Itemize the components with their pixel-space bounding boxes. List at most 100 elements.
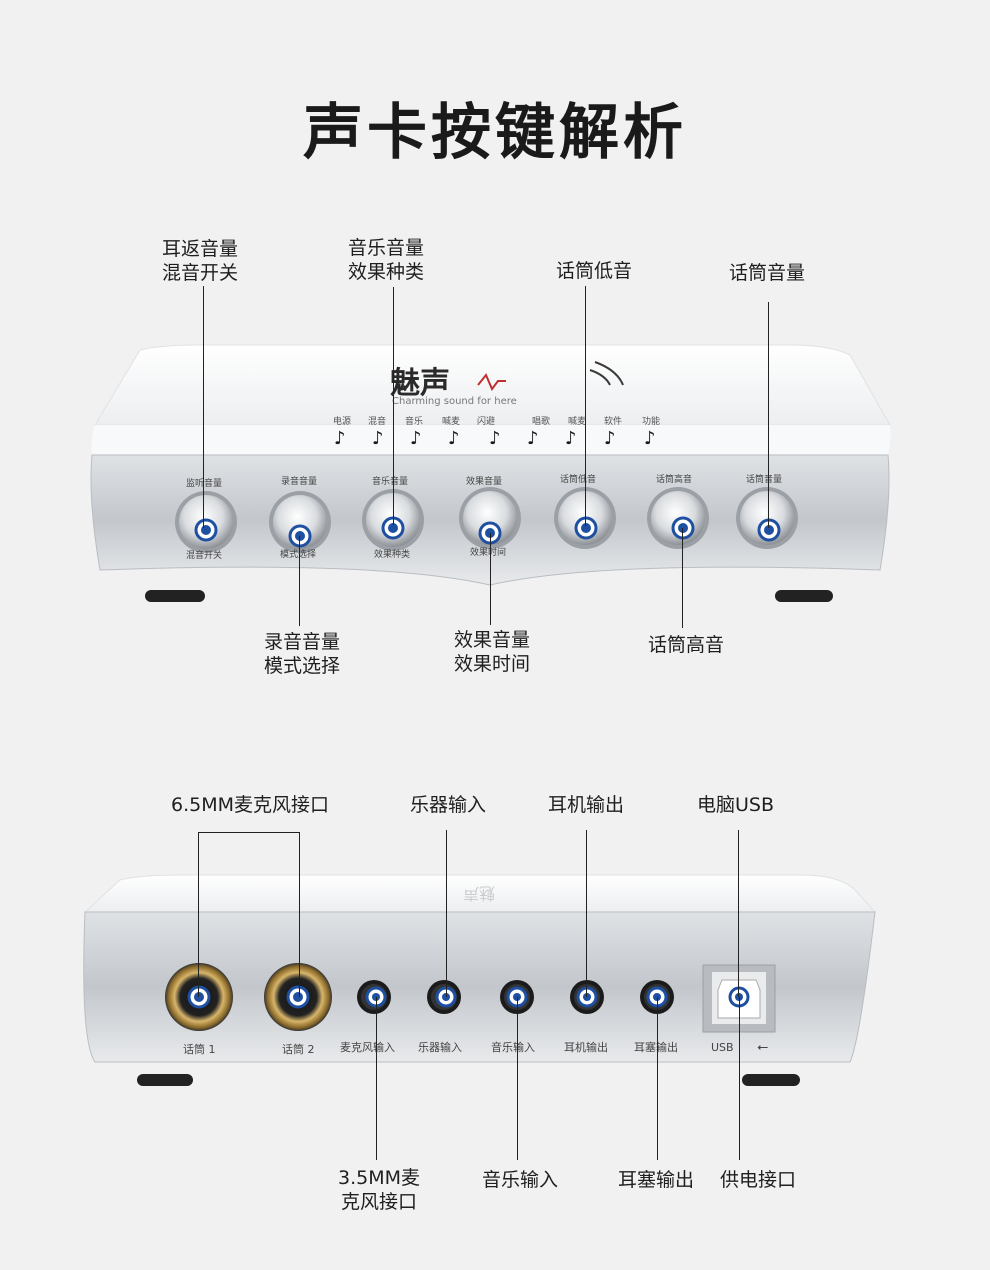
leader-line (198, 832, 300, 833)
callout-music-in: 音乐输入 (482, 1169, 559, 1191)
callout-line-2: 模式选择 (264, 655, 341, 677)
knob-label-bottom: 效果时间 (470, 546, 506, 558)
leader-line (768, 302, 769, 528)
callout-mic-65: 6.5MM麦克风接口 (171, 794, 330, 816)
jack-mic1: 话筒 1 (165, 963, 233, 1056)
callout-monitor: 耳返音量 混音开关 (162, 237, 238, 285)
port-label: 话筒 2 (282, 1042, 315, 1056)
knob-mic-bass: 话筒低音 (554, 473, 616, 549)
callout-mic-volume: 话筒音量 (729, 261, 805, 285)
leader-line (738, 830, 739, 997)
mode-button-note-icon: ♪ (604, 428, 616, 449)
knob-label-bottom: 模式选择 (280, 548, 316, 560)
callout-line-1: 耳返音量 (162, 238, 239, 260)
mode-button-note-icon: ♪ (448, 428, 460, 449)
callout-line-1: 话筒音量 (729, 262, 806, 284)
port-label: 乐器输入 (418, 1040, 462, 1054)
usb-symbol-icon: ⭠ (757, 1039, 768, 1055)
port-label: 音乐输入 (491, 1040, 535, 1054)
mode-label: 软件 (604, 415, 622, 427)
port-label: 麦克风输入 (340, 1040, 395, 1054)
callout-headphone: 耳机输出 (548, 794, 625, 816)
mode-label: 喊麦 (568, 415, 586, 427)
back-right-foot (742, 1074, 800, 1086)
jack-instrument: 乐器输入 (418, 980, 462, 1054)
leader-line (299, 832, 300, 997)
knob-monitor: 监听音量 混音开关 (175, 477, 237, 561)
leader-line (739, 997, 740, 1160)
callout-line-2: 混音开关 (162, 262, 239, 284)
callout-line-1: 3.5MM麦 (338, 1167, 421, 1189)
mode-label: 混音 (368, 415, 386, 427)
callout-instrument: 乐器输入 (410, 794, 487, 816)
leader-line (299, 536, 300, 626)
mode-label: 喊麦 (442, 415, 460, 427)
knob-effect: 效果音量 效果时间 (459, 475, 521, 558)
knob-label-top: 监听音量 (186, 477, 222, 489)
leader-line (657, 997, 658, 1160)
leader-line (586, 830, 587, 997)
callout-effect: 效果音量 效果时间 (454, 628, 530, 676)
callout-mic-bass: 话筒低音 (556, 259, 632, 283)
knob-label-top: 效果音量 (466, 475, 502, 487)
port-label: 耳塞输出 (634, 1040, 678, 1054)
mode-button-note-icon: ♪ (334, 428, 346, 449)
brand-logo: 魅声 (390, 366, 450, 401)
mode-label: 功能 (642, 415, 660, 427)
front-left-foot (145, 590, 205, 602)
leader-line (446, 830, 447, 997)
knob-label-top: 话筒音量 (746, 473, 782, 485)
knob-label-top: 话筒低音 (560, 473, 596, 485)
back-left-foot (137, 1074, 193, 1086)
callout-mic-35: 3.5MM麦 克风接口 (338, 1166, 420, 1214)
callout-line-2: 效果时间 (454, 653, 531, 675)
mode-button-note-icon: ♪ (565, 428, 577, 449)
mode-button-note-icon: ♪ (410, 428, 422, 449)
mode-button-note-icon: ♪ (644, 428, 656, 449)
callout-line-1: 话筒高音 (648, 634, 725, 656)
mode-labels: 电源 混音 音乐 喊麦 闪避 唱歌 喊麦 软件 功能 (333, 415, 660, 427)
callout-line-1: 录音音量 (264, 631, 341, 653)
port-label: 耳机输出 (564, 1040, 608, 1054)
callout-music: 音乐音量 效果种类 (348, 236, 424, 284)
callout-line-1: 话筒低音 (556, 260, 633, 282)
mode-label: 唱歌 (532, 415, 550, 427)
leader-line (490, 533, 491, 625)
knob-label-top: 录音音量 (281, 475, 317, 487)
callout-line-2: 克风接口 (341, 1191, 418, 1213)
knob-mic-treble: 话筒高音 (647, 473, 709, 549)
jack-headphone: 耳机输出 (564, 980, 608, 1054)
leader-line (393, 287, 394, 525)
mode-button-note-icon: ♪ (372, 428, 384, 449)
jack-mic2: 话筒 2 (264, 963, 332, 1056)
callout-mic-treble: 话筒高音 (648, 633, 724, 657)
callout-record: 录音音量 模式选择 (264, 630, 340, 678)
knob-record: 录音音量 模式选择 (269, 475, 331, 560)
callout-usb: 电脑USB (697, 794, 775, 816)
mode-label: 闪避 (477, 415, 495, 427)
knob-label-top: 音乐音量 (372, 475, 408, 487)
page-title: 声卡按键解析 (303, 98, 687, 168)
callout-earbud: 耳塞输出 (618, 1169, 695, 1191)
callout-line-1: 音乐音量 (348, 237, 425, 259)
callout-line-1: 效果音量 (454, 629, 531, 651)
mode-button-note-icon: ♪ (489, 428, 501, 449)
leader-line (585, 286, 586, 526)
leader-line (517, 997, 518, 1160)
port-label: USB (711, 1041, 734, 1054)
callout-line-2: 效果种类 (348, 261, 425, 283)
leader-line (198, 832, 199, 997)
mode-label: 音乐 (405, 415, 423, 427)
leader-line (682, 528, 683, 628)
front-right-foot (775, 590, 833, 602)
mode-buttons: ♪ ♪ ♪ ♪ ♪ ♪ ♪ ♪ ♪ (334, 428, 656, 449)
port-label: 话筒 1 (183, 1042, 216, 1056)
knob-label-bottom: 效果种类 (374, 548, 410, 560)
brand-tagline: Charming sound for here (392, 396, 517, 407)
mode-button-note-icon: ♪ (527, 428, 539, 449)
leader-line (203, 286, 204, 528)
mode-label: 电源 (333, 415, 351, 427)
svg-text:魅声: 魅声 (463, 884, 495, 903)
callout-power: 供电接口 (720, 1169, 797, 1191)
leader-line (376, 997, 377, 1160)
